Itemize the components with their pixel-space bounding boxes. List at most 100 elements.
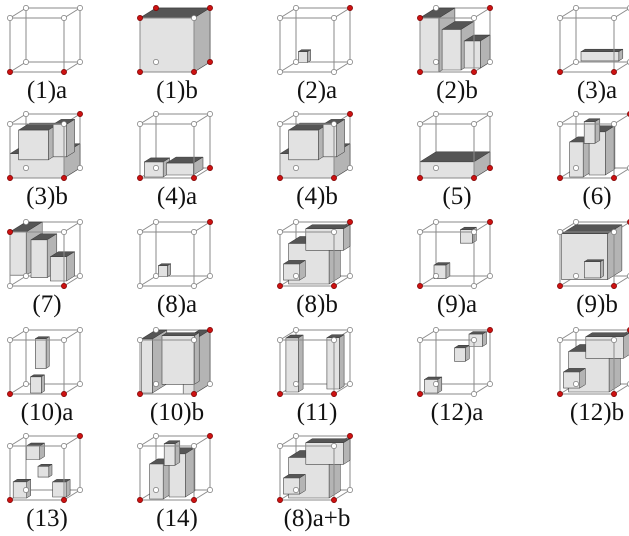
cube-diagram [417,111,493,181]
panel-label: (1)a [26,77,68,104]
panel-13: (13) [2,432,92,536]
panel-label: (9)a [436,291,478,318]
panel-3b: (3)b [2,110,92,214]
vertex-far-bottom-right [487,59,493,65]
vertex-near-bottom-right-marked [61,391,67,397]
cube-diagram [137,5,213,75]
vertex-far-top-right [77,219,83,225]
cube-front-edges [139,231,195,287]
cube-diagram [277,327,353,397]
vertex-far-top-right [77,327,83,333]
vertex-near-top-left [137,443,143,449]
panel-label: (4)a [156,183,198,210]
vertex-near-bottom-right-marked [471,175,477,181]
vertex-near-bottom-right [471,391,477,397]
cube-diagram [277,5,353,75]
vertex-far-top-left [23,5,29,11]
vertex-far-bottom-left [153,59,159,65]
solid-block [29,374,46,394]
vertex-far-top-left [153,433,159,439]
vertex-near-bottom-right-marked [331,175,337,181]
cube-diagram [277,433,353,503]
vertex-far-bottom-right [487,381,493,387]
vertex-far-bottom-left [293,273,299,279]
vertex-far-top-right-marked [347,5,353,11]
solid-block [285,334,304,393]
panel-label: (12)b [569,399,625,426]
cube-diagram [417,5,493,75]
vertex-near-top-right [191,337,197,343]
cube-diagram [417,219,493,289]
vertex-near-bottom-right [331,69,337,75]
cube-diagram [7,327,83,397]
solid-block [419,151,491,179]
solid-block [423,376,443,394]
cube-diagram [417,327,493,397]
vertex-near-bottom-right-marked [331,283,337,289]
panel-label: (2)b [436,77,478,104]
panel-4a: (4)a [132,110,222,214]
solid-block [583,259,605,279]
vertex-far-top-left [23,219,29,225]
vertex-far-bottom-left [573,165,579,171]
vertex-far-top-right-marked [207,327,213,333]
vertex-far-bottom-left [293,165,299,171]
vertex-far-bottom-right [77,165,83,171]
vertex-far-bottom-left [23,487,29,493]
vertex-far-bottom-right [347,381,353,387]
panel-label: (8)b [296,291,338,318]
solid-block [580,48,624,62]
vertex-near-top-left [7,337,13,343]
vertex-near-top-left [277,15,283,21]
vertex-far-top-right [77,5,83,11]
vertex-far-bottom-right [77,273,83,279]
vertex-far-bottom-left [293,59,299,65]
vertex-near-top-right [611,337,617,343]
vertex-near-bottom-right-marked [191,175,197,181]
vertex-near-top-left-marked [137,15,143,21]
vertex-near-bottom-right-marked [61,497,67,503]
vertex-near-bottom-left-marked [417,69,423,75]
vertex-near-top-right [471,121,477,127]
panel-1a: (1)a [2,4,92,108]
vertex-near-top-left [7,121,13,127]
vertex-near-top-right [331,443,337,449]
solid-block [34,336,51,369]
solid-block [282,473,307,495]
panel-7: (7) [2,218,92,322]
panel-5: (5) [412,110,502,214]
vertex-far-top-left [433,111,439,117]
panel-11: (11) [272,326,362,430]
solid-block [584,332,629,359]
vertex-far-bottom-left [23,381,29,387]
vertex-near-top-right [61,337,67,343]
vertex-far-bottom-left [23,273,29,279]
vertex-near-top-right [331,337,337,343]
vertex-near-bottom-left [7,283,13,289]
panel-2a: (2)a [272,4,362,108]
solid-block [30,233,58,279]
vertex-far-top-right-marked [347,219,353,225]
solid-block [583,118,601,144]
vertex-near-top-left [557,121,563,127]
vertex-near-bottom-left-marked [557,175,563,181]
vertex-near-bottom-right [471,283,477,289]
panel-label: (8)a [156,291,198,318]
vertex-far-top-left [573,5,579,11]
solid-block [304,438,351,465]
vertex-near-bottom-right-marked [611,391,617,397]
vertex-near-bottom-right-marked [61,283,67,289]
panel-label: (3)a [576,77,618,104]
cube-diagram [557,111,629,181]
cube-diagram [137,433,213,503]
vertex-far-bottom-left [573,381,579,387]
vertex-far-top-right-marked [207,219,213,225]
vertex-near-top-right [191,443,197,449]
vertex-near-bottom-right-marked [61,175,67,181]
vertex-far-bottom-right-marked [487,165,493,171]
vertex-near-top-left [277,337,283,343]
panel-6: (6) [552,110,629,214]
vertex-far-bottom-left [293,381,299,387]
panel-label: (8)a+b [283,505,351,532]
cube-diagram [137,327,213,397]
